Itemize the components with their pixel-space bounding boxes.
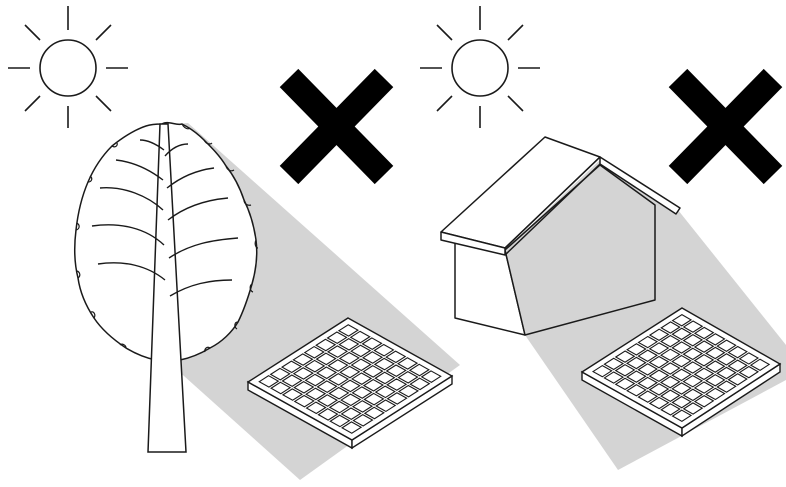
sun-icon	[8, 6, 128, 128]
cross-icon	[678, 78, 773, 175]
panel-house	[420, 6, 786, 470]
sun-icon	[420, 6, 540, 128]
panel-tree	[8, 6, 460, 480]
cross-icon	[289, 78, 384, 175]
